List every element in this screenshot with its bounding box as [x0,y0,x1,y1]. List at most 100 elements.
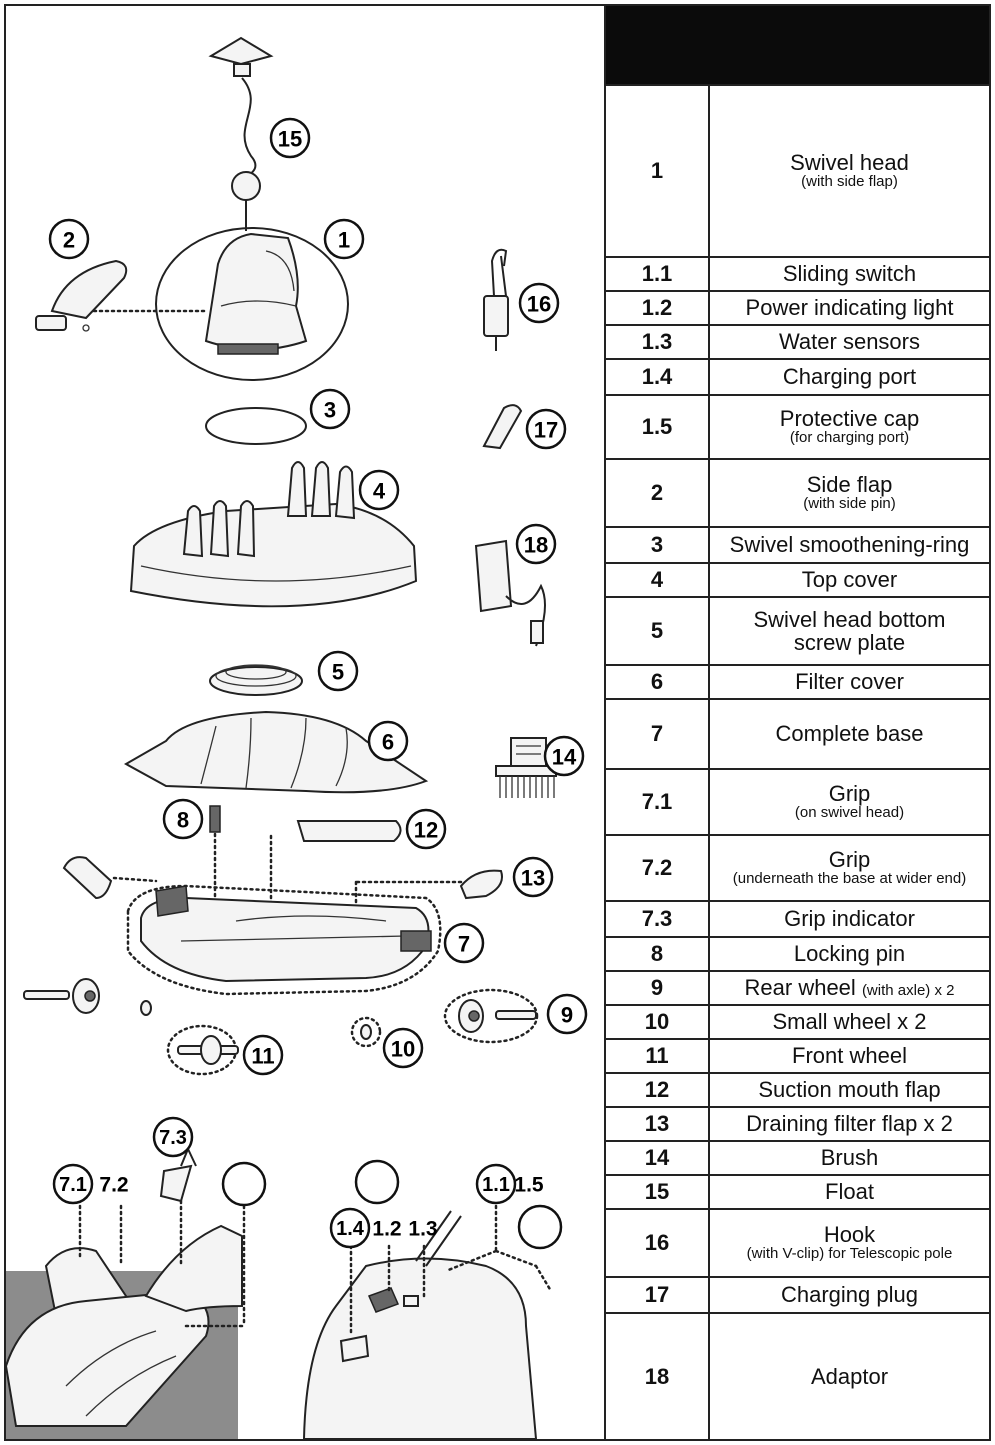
callout-12-label: 12 [414,818,438,843]
part-name: Sliding switch [782,261,917,287]
empty-circle-cap [517,1204,563,1250]
part-number: 8 [606,938,710,970]
part-name-line: Small wheel x 2 [772,1010,926,1033]
part-name: Draining filter flap x 2 [746,1111,953,1137]
part-name-line: Top cover [802,568,897,591]
small-wheel-left [140,1000,152,1016]
callout-7-1-label: 7.1 [59,1174,87,1196]
callout-16-label: 16 [527,292,551,317]
part-name: Float [825,1179,874,1205]
part-description: Adaptor [710,1314,989,1439]
part-description: Swivel head(with side flap) [710,86,989,256]
screw-plate-part [209,664,303,696]
part-number: 18 [606,1314,710,1439]
part-name: Hook [823,1222,876,1248]
part-number: 15 [606,1176,710,1208]
part-name-line: Sliding switch [783,262,916,285]
callout-13-label: 13 [521,866,545,891]
smoothening-ring-part [205,407,307,445]
part-name: Charging port [782,364,917,390]
callout-5-label: 5 [332,660,344,685]
callout-7-3: 7.3 [152,1116,194,1158]
part-description: Grip(on swivel head) [710,770,989,834]
part-name-line: Protective cap [780,407,919,430]
callout-6: 6 [367,720,409,762]
part-description: Side flap(with side pin) [710,460,989,526]
charging-plug-part [482,404,523,450]
callout-1-3-label: 1.3 [408,1218,437,1241]
part-description: Complete base [710,700,989,768]
suction-flap-part [269,820,402,943]
part-name: Complete base [775,721,924,747]
complete-base-part [126,884,442,996]
part-name: Swivel head [790,150,909,176]
part-name: Charging plug [781,1282,918,1308]
part-number: 3 [606,528,710,562]
callout-10-label: 10 [391,1037,415,1062]
swivel-inset [302,1204,553,1440]
part-number: 1.3 [606,326,710,358]
part-name: Small wheel x 2 [772,1009,927,1035]
callout-1-label: 1 [338,228,350,253]
part-name: Protective cap [779,406,920,432]
part-name: Front wheel [792,1043,907,1069]
callout-1-1: 1.1 [475,1163,517,1205]
part-description: Charging port [710,360,989,394]
table-row: 17 Charging plug [606,1276,989,1312]
empty-circle-grip [221,1161,267,1207]
callout-2: 2 [48,218,90,260]
small-wheel-right [350,1016,382,1048]
part-number: 7.3 [606,902,710,936]
part-number: 9 [606,972,710,1004]
draining-flap-right [459,869,503,900]
callout-3: 3 [309,388,351,430]
draining-flap-left [62,856,113,900]
part-description: Swivel smoothening-ring [710,528,989,562]
callout-1-2-label: 1.2 [372,1218,401,1241]
top-cover-part [129,461,418,608]
callouts-svg: 15 1 2 16 3 17 4 18 5 6 14 8 12 13 7 9 1… [48,117,588,1250]
part-name-line: Charging plug [781,1283,918,1306]
locking-pin-part [209,805,221,948]
part-description: Power indicating light [710,292,989,324]
callout-15-label: 15 [278,127,302,152]
part-name-line: Grip indicator [784,907,915,930]
part-name: Grip indicator [784,906,915,932]
part-name-line: Complete base [776,722,924,745]
part-name: Swivel head bottom [753,606,946,632]
part-number: 1.4 [606,360,710,394]
part-number: 17 [606,1278,710,1312]
filter-cover-part [123,710,429,794]
part-name-line: Swivel head bottom [754,608,946,631]
callout-14: 14 [543,735,585,777]
callout-11-label: 11 [251,1044,274,1069]
part-name-line: Suction mouth flap [758,1078,940,1101]
callout-18: 18 [515,523,557,565]
part-name-line: Brush [821,1146,878,1169]
empty-circle-swivel [354,1159,400,1205]
part-name-line: Locking pin [794,942,905,965]
callout-11: 11 [242,1034,284,1076]
part-number: 12 [606,1074,710,1106]
callout-7-1: 7.1 [52,1163,94,1205]
part-number: 6 [606,666,710,698]
adaptor-part [474,539,546,647]
part-name-line: Rear wheel (with axle) x 2 [745,976,955,999]
part-name: Suction mouth flap [758,1077,941,1103]
part-description: Brush [710,1142,989,1174]
part-name-line: Hook [824,1223,875,1246]
table-row: 1.4 Charging port [606,358,989,394]
part-name: Grip [828,847,871,873]
part-number: 1.5 [606,396,710,458]
table-row: 8 Locking pin [606,936,989,970]
part-note: (underneath the base at wider end) [732,870,967,888]
part-description: Grip indicator [710,902,989,936]
